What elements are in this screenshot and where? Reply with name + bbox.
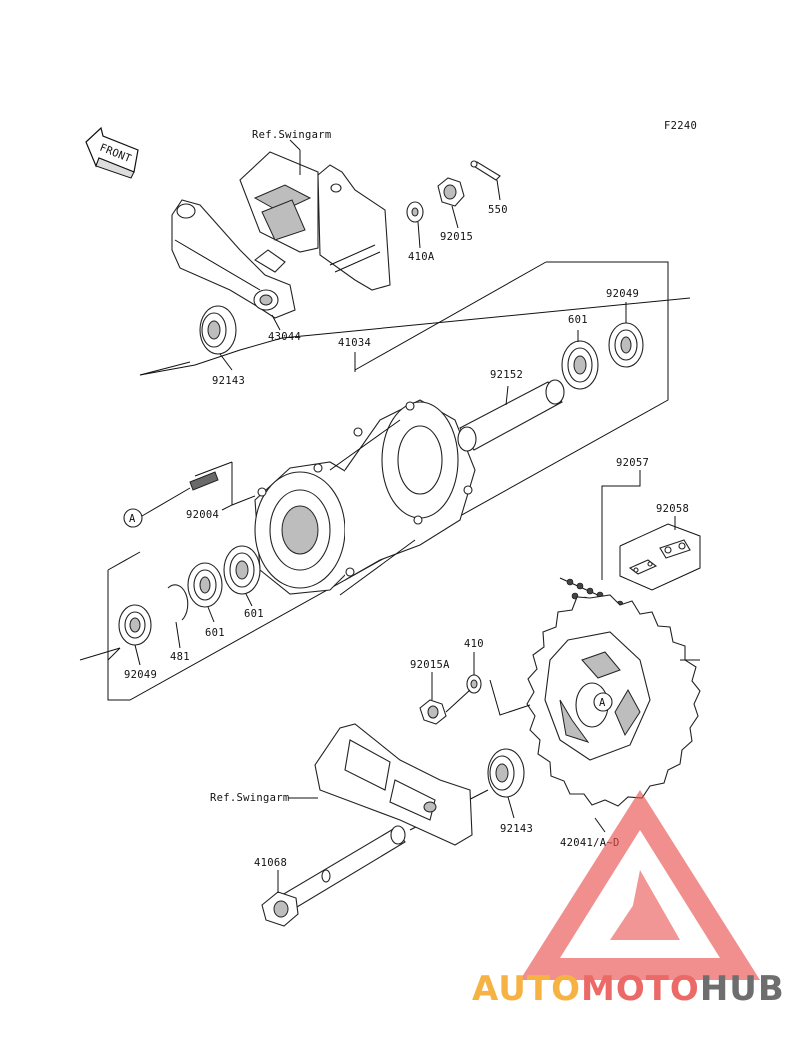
part-92143-top: 92143 xyxy=(212,375,245,387)
watermark-auto: AUTO xyxy=(472,969,581,1009)
spacer-tube-92152 xyxy=(457,379,565,452)
part-550: 550 xyxy=(488,204,508,216)
part-92015: 92015 xyxy=(440,231,473,243)
bearing-601-top xyxy=(561,340,599,390)
watermark-logo: AUTOMOTOHUB xyxy=(472,790,785,1009)
circlip-481 xyxy=(167,584,189,621)
part-92152: 92152 xyxy=(490,369,523,381)
part-601-low: 601 xyxy=(205,627,225,639)
part-92058: 92058 xyxy=(656,503,689,515)
chain-adjuster-43044 xyxy=(171,199,296,319)
rear-hub-41034 xyxy=(254,399,476,596)
part-410: 410 xyxy=(464,638,484,650)
master-link-92058 xyxy=(628,539,691,575)
part-92004: 92004 xyxy=(186,509,219,521)
bearing-601-mid xyxy=(223,545,261,595)
watermark-moto: MOTO xyxy=(581,969,700,1009)
cotter-pin-550 xyxy=(470,160,501,181)
callout-a2: A xyxy=(593,692,613,712)
part-410a: 410A xyxy=(408,251,435,263)
part-92015a: 92015A xyxy=(410,659,450,671)
watermark-hub: HUB xyxy=(700,969,785,1009)
rear-axle-41068 xyxy=(261,825,406,927)
part-601-top: 601 xyxy=(568,314,588,326)
spacer-92143-top xyxy=(199,305,237,355)
svg-text:AUTOMOTOHUB: AUTOMOTOHUB xyxy=(472,969,785,1009)
spacer-92143-low xyxy=(487,748,525,798)
part-41034: 41034 xyxy=(338,337,371,349)
part-42041: 42041/A~D xyxy=(560,837,620,849)
nut-92015a xyxy=(419,699,447,725)
rear-sprocket-42041 xyxy=(526,594,701,807)
ref-swingarm-bottom-label: Ref.Swingarm xyxy=(210,792,289,804)
stud-92004 xyxy=(189,471,219,491)
part-92049-low: 92049 xyxy=(124,669,157,681)
nut-92015 xyxy=(437,177,465,207)
part-92143-low: 92143 xyxy=(500,823,533,835)
part-481: 481 xyxy=(170,651,190,663)
part-41068: 41068 xyxy=(254,857,287,869)
bearing-601-low xyxy=(187,562,223,608)
swingarm-bracket-top xyxy=(239,150,391,291)
svg-text:A: A xyxy=(599,697,606,709)
watermark-triangle-icon xyxy=(520,790,760,980)
figure-code: F2240 xyxy=(664,120,697,132)
washer-410a xyxy=(406,201,424,223)
seal-92049-top xyxy=(608,322,644,368)
seal-92049-low xyxy=(118,604,152,646)
ref-swingarm-top-label: Ref.Swingarm xyxy=(252,129,331,141)
svg-text:A: A xyxy=(129,513,136,525)
front-arrow-icon: FRONT xyxy=(85,126,139,179)
part-92057: 92057 xyxy=(616,457,649,469)
swingarm-bracket-bottom xyxy=(314,723,473,846)
part-92049-top: 92049 xyxy=(606,288,639,300)
part-601-mid: 601 xyxy=(244,608,264,620)
callout-a: A xyxy=(123,508,143,528)
